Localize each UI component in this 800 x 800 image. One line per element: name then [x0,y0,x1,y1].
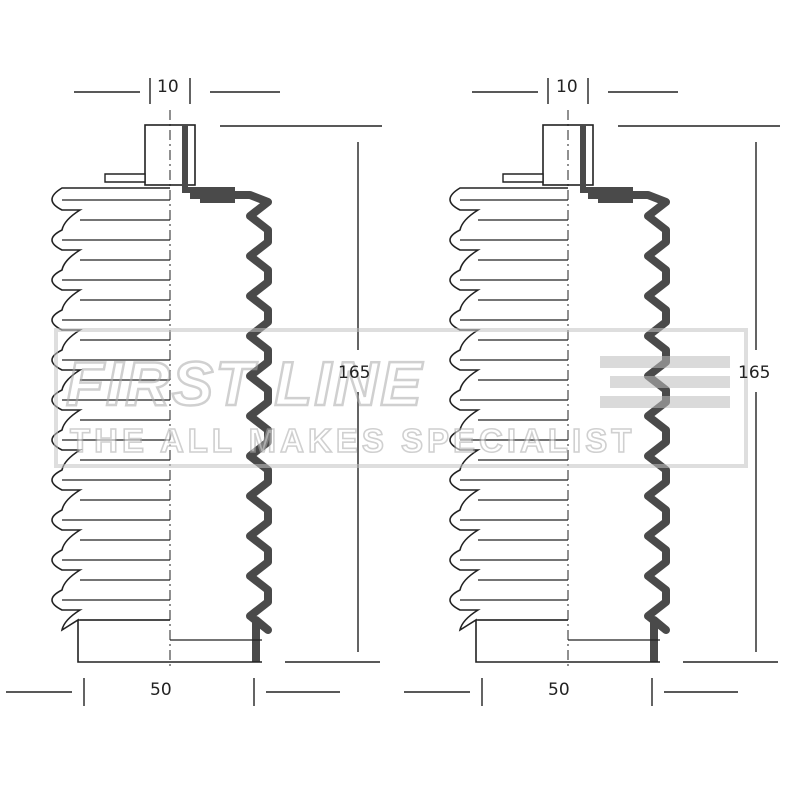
boot-left-neck-section [182,125,235,203]
boot-right-neck-lip [502,173,544,183]
boot-right-section-wall [588,191,670,662]
boot-drawing-right [404,78,780,706]
boot-left-neck-lip [104,173,146,183]
watermark-tagline: THE ALL MAKES SPECIALIST [70,422,635,459]
watermark-frame [54,328,748,468]
watermark: FIRST LINE THE ALL MAKES SPECIALIST [54,328,748,468]
boot-left-section-wall [190,191,272,662]
boot-right-neck-section [580,125,633,203]
boot-drawing-left [6,78,382,706]
boot-right-top-width-label: 10 [556,77,578,97]
boot-left-bellows-outline [51,187,170,663]
boot-left-height-label: 165 [338,363,370,383]
watermark-brand: FIRST LINE [66,350,424,419]
watermark-bars-icon [600,356,730,408]
boot-left-bottom-width-label: 50 [150,680,172,700]
boot-right-height-label: 165 [738,363,770,383]
boot-left-top-width-label: 10 [157,77,179,97]
boot-right-bellows-outline [449,187,568,663]
boot-right-bottom-width-label: 50 [548,680,570,700]
